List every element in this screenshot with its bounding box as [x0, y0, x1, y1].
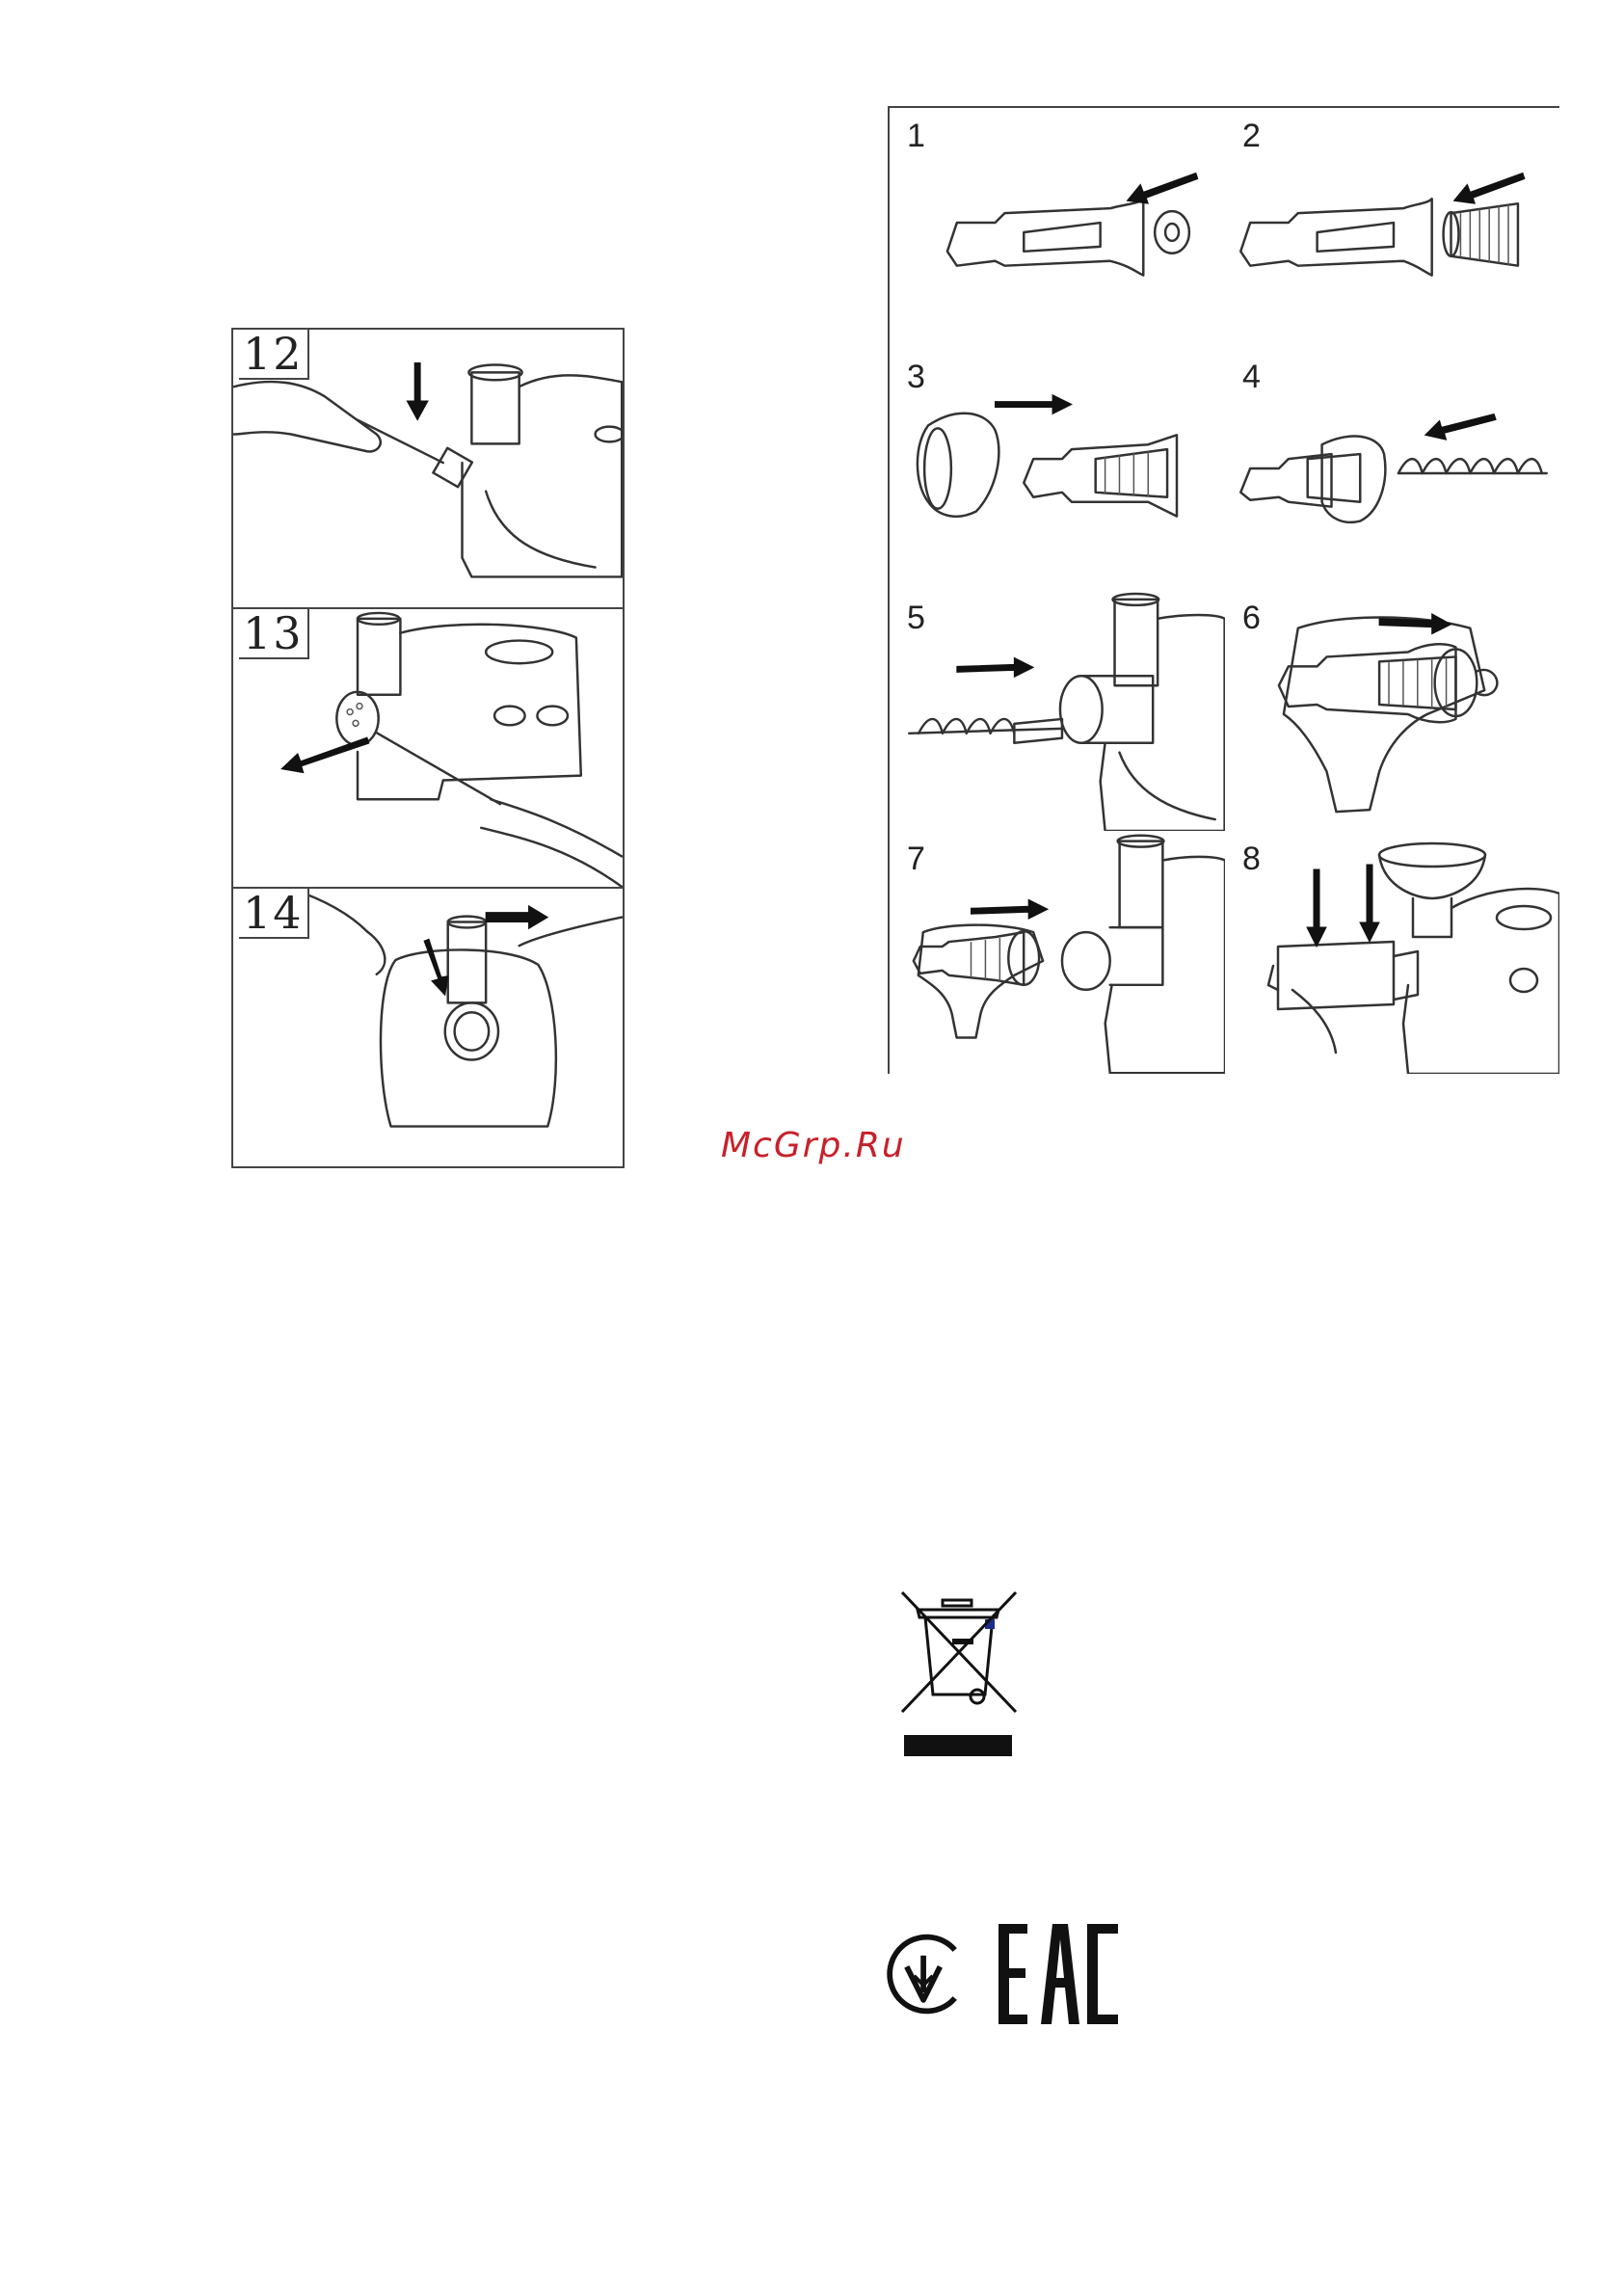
step-panel-1: 1: [890, 108, 1227, 351]
step-7-illustration: [890, 831, 1225, 1074]
ukrainian-conformity-mark-icon: [879, 1928, 972, 2020]
step-1-illustration: [890, 108, 1225, 349]
step-number: 4: [1242, 359, 1261, 396]
step-panel-7: 7: [890, 831, 1227, 1074]
step-3-illustration: [890, 349, 1225, 590]
step-panel-2: 2: [1225, 108, 1559, 351]
step-number: 12: [239, 330, 309, 380]
step-panel-12: 12: [231, 328, 625, 609]
step-6-illustration: [1225, 590, 1559, 831]
step-panel-6: 6: [1225, 590, 1559, 833]
eac-text: EAC: [1122, 1920, 1123, 1921]
step-number: 1: [907, 118, 925, 155]
step-number: 7: [907, 841, 925, 878]
watermark: McGrp.Ru: [721, 1126, 906, 1165]
crossed-out-wheelie-bin-icon: [896, 1589, 1022, 1762]
step-2-illustration: [1225, 108, 1559, 349]
step-panel-4: 4: [1225, 349, 1559, 592]
step-number: 14: [239, 889, 309, 939]
step-number: 3: [907, 359, 925, 396]
step-number: 13: [239, 609, 309, 659]
step-panel-13: 13: [231, 607, 625, 889]
step-4-illustration: [1225, 349, 1559, 590]
weee-mark: [896, 1589, 1022, 1762]
assembly-steps-grid: 1 2 3 4: [888, 106, 1559, 1074]
step-8-illustration: [1225, 831, 1559, 1074]
step-number: 2: [1242, 118, 1261, 155]
step-number: 5: [907, 600, 925, 637]
step-5-illustration: [890, 590, 1225, 831]
step-panel-14: 14: [231, 887, 625, 1168]
certification-marks: EAC: [879, 1918, 1130, 2029]
eac-mark-icon: EAC: [995, 1920, 1122, 2028]
step-panel-3: 3: [890, 349, 1227, 592]
step-number: 6: [1242, 600, 1261, 637]
step-panel-5: 5: [890, 590, 1227, 833]
step-number: 8: [1242, 841, 1261, 878]
step-panel-8: 8: [1225, 831, 1559, 1074]
